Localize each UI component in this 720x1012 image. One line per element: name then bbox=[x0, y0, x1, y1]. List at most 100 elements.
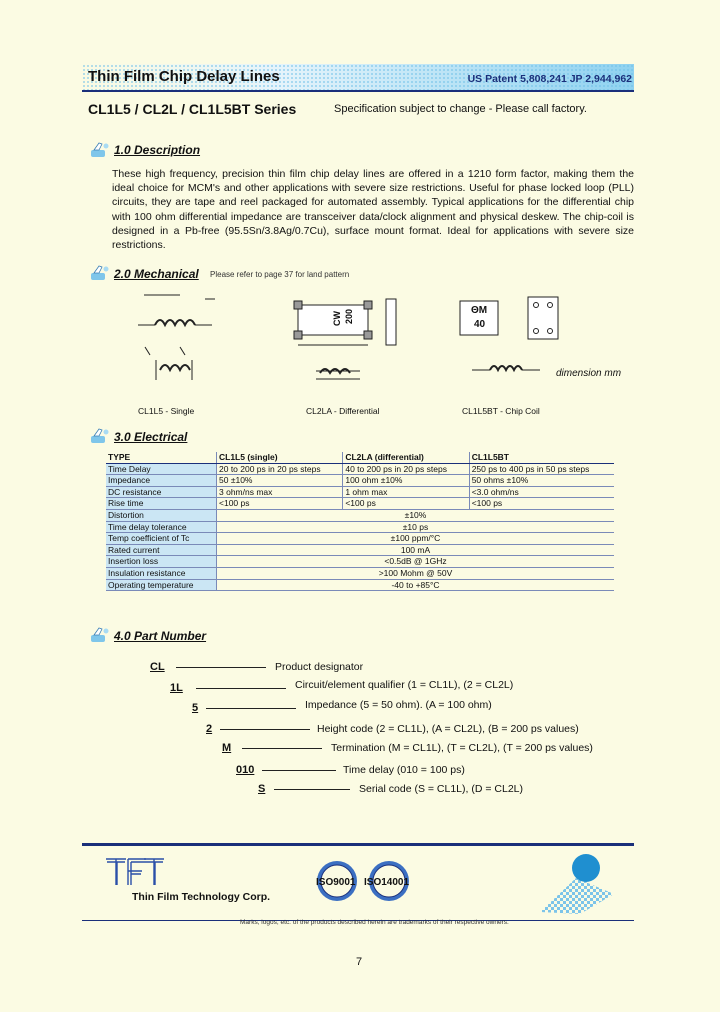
header-divider bbox=[82, 90, 634, 92]
page-title: Thin Film Chip Delay Lines bbox=[88, 68, 280, 85]
pn-code-1l: 1L bbox=[170, 682, 183, 694]
table-cell: Insertion loss bbox=[106, 555, 217, 568]
coil-marking-2: 40 bbox=[474, 319, 486, 330]
table-row: Temp coefficient of Tc ±100 ppm/°C bbox=[106, 532, 614, 545]
section-hand-icon bbox=[91, 627, 109, 642]
table-cell: 50 ±10% bbox=[215, 474, 343, 487]
pn-leader-line bbox=[176, 667, 266, 668]
cl2la-drawing bbox=[293, 298, 397, 380]
chip-marking-2: 200 bbox=[344, 309, 354, 325]
table-cell: Rise time bbox=[106, 497, 217, 510]
table-row: Insulation resistance >100 Mohm @ 50V bbox=[106, 567, 614, 580]
patent-numbers: US Patent 5,808,241 JP 2,944,962 bbox=[467, 73, 632, 85]
section-title-description: 1.0 Description bbox=[114, 143, 201, 157]
pn-leader-line bbox=[196, 688, 286, 689]
table-row: Insertion loss <0.5dB @ 1GHz bbox=[106, 555, 614, 568]
table-cell: <100 ps bbox=[215, 497, 343, 510]
table-cell: DC resistance bbox=[106, 486, 217, 499]
footer-box bbox=[82, 843, 634, 921]
table-cell: ±100 ppm/°C bbox=[216, 532, 614, 545]
table-cell: <3.0 ohm/ns bbox=[468, 486, 614, 499]
table-row: Rated current 100 mA bbox=[106, 544, 614, 557]
section-hand-icon bbox=[91, 428, 109, 443]
electrical-spec-table: TYPE CL1L5 (single) CL2LA (differential)… bbox=[106, 452, 614, 592]
pn-desc: Time delay (010 = 100 ps) bbox=[343, 764, 465, 776]
pn-desc: Height code (2 = CL1L), (A = CL2L), (B =… bbox=[317, 723, 579, 735]
table-cell: -40 to +85°C bbox=[216, 579, 614, 592]
pn-code-2: 2 bbox=[206, 723, 213, 735]
pn-code-s: S bbox=[258, 783, 266, 795]
pn-leader-line bbox=[206, 708, 296, 709]
table-header-row: TYPE CL1L5 (single) CL2LA (differential)… bbox=[106, 452, 614, 464]
section-title-part-number: 4.0 Part Number bbox=[114, 629, 207, 643]
section-title-electrical: 3.0 Electrical bbox=[114, 430, 188, 444]
table-row: Distortion ±10% bbox=[106, 509, 614, 522]
pn-desc: Circuit/element qualifier (1 = CL1L), (2… bbox=[295, 679, 514, 691]
table-row: Time delay tolerance ±10 ps bbox=[106, 521, 614, 534]
pn-leader-line bbox=[242, 748, 322, 749]
pn-desc: Product designator bbox=[275, 661, 364, 673]
footer-disclaimer: Marks, logos, etc. of the products descr… bbox=[240, 919, 509, 926]
table-cell: Operating temperature bbox=[106, 579, 217, 592]
table-cell: ±10% bbox=[216, 509, 614, 522]
pn-leader-line bbox=[262, 770, 336, 771]
table-cell: >100 Mohm @ 50V bbox=[216, 567, 614, 580]
land-pattern-note: Please refer to page 37 for land pattern bbox=[210, 270, 350, 279]
table-cell: 50 ohms ±10% bbox=[468, 474, 614, 487]
pn-desc: Impedance (5 = 50 ohm). (A = 100 ohm) bbox=[305, 699, 492, 711]
table-row: Impedance 50 ±10% 100 ohm ±10% 50 ohms ±… bbox=[106, 474, 614, 487]
table-cell: 20 to 200 ps in 20 ps steps bbox=[215, 463, 343, 476]
table-row: Rise time <100 ps <100 ps <100 ps bbox=[106, 497, 614, 510]
coil-marking-1: ΘM bbox=[471, 305, 488, 316]
table-cell: <100 ps bbox=[342, 497, 470, 510]
chip-graphic-icon bbox=[540, 854, 614, 914]
pn-code-010: 010 bbox=[236, 764, 255, 776]
iso9001-label: ISO9001 bbox=[316, 877, 356, 888]
pn-desc: Termination (M = CL1L), (T = CL2L), (T =… bbox=[331, 742, 593, 754]
header-band bbox=[82, 64, 634, 90]
iso14001-label: ISO14001 bbox=[364, 877, 410, 888]
table-cell: 250 ps to 400 ps in 50 ps steps bbox=[468, 463, 614, 476]
table-cell: ±10 ps bbox=[216, 521, 614, 534]
pn-leader-line bbox=[274, 789, 350, 790]
pn-desc: Serial code (S = CL1L), (D = CL2L) bbox=[359, 783, 523, 795]
series-title: CL1L5 / CL2L / CL1L5BT Series bbox=[88, 101, 297, 117]
table-header: CL2LA (differential) bbox=[342, 452, 470, 464]
caption-cl1l5bt: CL1L5BT - Chip Coil bbox=[462, 406, 540, 416]
table-cell: <0.5dB @ 1GHz bbox=[216, 555, 614, 568]
description-text: These high frequency, precision thin fil… bbox=[112, 168, 634, 252]
spec-note: Specification subject to change - Please… bbox=[334, 103, 587, 115]
pn-leader-line bbox=[220, 729, 310, 730]
table-cell: Distortion bbox=[106, 509, 217, 522]
section-hand-icon bbox=[91, 265, 109, 280]
tft-logo-icon bbox=[106, 858, 164, 885]
caption-cl2la: CL2LA - Differential bbox=[306, 406, 380, 416]
table-header: TYPE bbox=[106, 452, 217, 464]
table-cell: 1 ohm max bbox=[342, 486, 470, 499]
pn-code-cl: CL bbox=[150, 661, 165, 673]
table-row: DC resistance 3 ohm/ns max 1 ohm max <3.… bbox=[106, 486, 614, 499]
table-cell: Insulation resistance bbox=[106, 567, 217, 580]
table-cell: 40 to 200 ps in 20 ps steps bbox=[342, 463, 470, 476]
pn-code-5: 5 bbox=[192, 702, 199, 714]
cl1l5-drawing bbox=[138, 294, 215, 380]
iso9001-seal-icon bbox=[317, 861, 357, 901]
table-cell: <100 ps bbox=[468, 497, 614, 510]
mechanical-drawings bbox=[138, 294, 559, 380]
pn-code-m: M bbox=[222, 742, 232, 754]
iso14001-seal-icon bbox=[369, 861, 409, 901]
table-cell: 100 ohm ±10% bbox=[342, 474, 470, 487]
table-row: Time Delay 20 to 200 ps in 20 ps steps 4… bbox=[106, 463, 614, 476]
section-title-mechanical: 2.0 Mechanical bbox=[114, 267, 199, 281]
table-header: CL1L5 (single) bbox=[215, 452, 343, 464]
cl1l5bt-drawing bbox=[459, 296, 559, 373]
table-cell: 3 ohm/ns max bbox=[215, 486, 343, 499]
company-name: Thin Film Technology Corp. bbox=[132, 891, 271, 903]
page-number: 7 bbox=[356, 956, 363, 968]
caption-cl1l5: CL1L5 - Single bbox=[138, 406, 195, 416]
table-cell: 100 mA bbox=[216, 544, 614, 557]
chip-marking-1: CW bbox=[332, 311, 342, 326]
dimension-note: dimension mm bbox=[556, 368, 622, 379]
table-row: Operating temperature -40 to +85°C bbox=[106, 579, 614, 592]
table-cell: Time Delay bbox=[106, 463, 217, 476]
